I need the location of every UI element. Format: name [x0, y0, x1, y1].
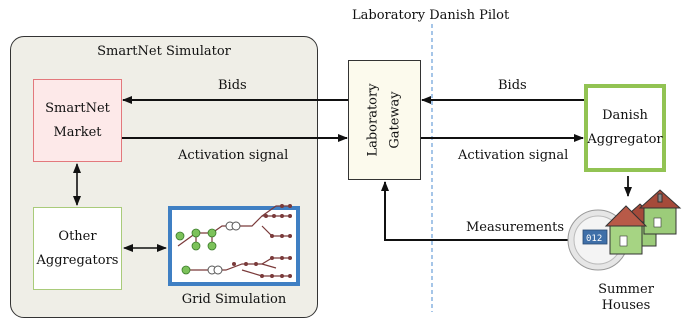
summer-houses-icon	[604, 189, 682, 255]
bids-right-label: Bids	[498, 78, 527, 93]
others-line-2: Aggregators	[36, 252, 119, 268]
activation-left-label: Activation signal	[178, 148, 289, 163]
laboratory-gateway-box: Laboratory Gateway	[348, 60, 421, 180]
measurements-label: Measurements	[466, 220, 564, 235]
market-line-2: Market	[53, 124, 102, 140]
measurements-arrow	[381, 181, 578, 241]
activation-right-label: Activation signal	[458, 148, 569, 163]
grid-nodes-green	[175, 228, 217, 275]
simulator-title: SmartNet Simulator	[97, 44, 231, 59]
other-aggregators-box: Other Aggregators	[33, 207, 122, 290]
grid-nodes-load	[232, 204, 292, 278]
others-line-1: Other	[58, 228, 97, 244]
market-line-1: SmartNet	[45, 100, 110, 116]
meter-display-text: 012	[586, 234, 602, 244]
grid-simulation-frame	[168, 206, 300, 286]
grid-transformers	[207, 221, 241, 275]
bids-left-label: Bids	[218, 78, 247, 93]
danish-line-1: Danish	[602, 108, 648, 123]
danish-aggregator-box: Danish Aggregator	[584, 84, 666, 172]
grid-simulation-label: Grid Simulation	[181, 292, 287, 307]
danish-line-2: Aggregator	[587, 132, 663, 147]
summer-line-1: Summer	[598, 282, 654, 297]
smartnet-market-box: SmartNet Market	[33, 79, 122, 162]
summer-houses-label: Summer Houses	[596, 282, 656, 314]
summer-line-2: Houses	[601, 298, 651, 313]
pilot-label: Laboratory Danish Pilot	[352, 8, 510, 23]
